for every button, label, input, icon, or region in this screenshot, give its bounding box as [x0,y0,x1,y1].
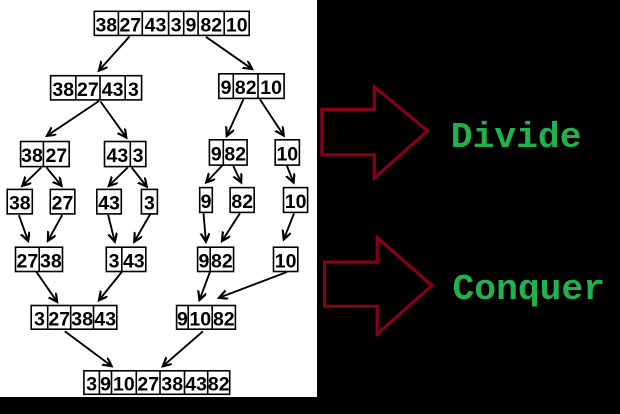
svg-text:27: 27 [137,374,159,396]
svg-text:38: 38 [9,193,31,215]
svg-text:10: 10 [189,308,211,330]
svg-text:10: 10 [260,77,282,99]
svg-text:3: 3 [144,193,155,215]
svg-text:43: 43 [123,250,145,272]
svg-text:3: 3 [171,14,182,36]
svg-text:Conquer: Conquer [453,269,605,310]
svg-text:38: 38 [95,14,117,36]
svg-text:38: 38 [52,79,74,101]
svg-text:82: 82 [211,250,233,272]
svg-text:82: 82 [231,191,253,213]
svg-text:3: 3 [86,374,97,396]
svg-text:9: 9 [201,191,212,213]
svg-text:3: 3 [109,250,120,272]
svg-text:43: 43 [107,145,129,167]
svg-text:82: 82 [200,14,222,36]
svg-text:10: 10 [226,14,248,36]
svg-text:82: 82 [208,374,230,396]
svg-text:9: 9 [185,14,196,36]
svg-text:27: 27 [17,250,39,272]
svg-text:43: 43 [98,193,120,215]
svg-text:38: 38 [161,374,183,396]
svg-text:10: 10 [113,374,135,396]
svg-text:43: 43 [94,308,116,330]
svg-text:38: 38 [40,250,62,272]
svg-text:27: 27 [52,193,74,215]
svg-text:9: 9 [221,77,232,99]
svg-text:38: 38 [21,145,43,167]
svg-text:10: 10 [276,144,298,166]
svg-text:27: 27 [48,308,70,330]
svg-text:82: 82 [213,308,235,330]
svg-text:3: 3 [128,79,139,101]
svg-text:43: 43 [102,79,124,101]
svg-text:3: 3 [133,145,144,167]
svg-text:9: 9 [177,308,188,330]
svg-text:9: 9 [198,250,209,272]
svg-text:Divide: Divide [451,117,582,158]
svg-text:10: 10 [285,191,307,213]
svg-text:82: 82 [235,77,257,99]
svg-text:27: 27 [45,145,67,167]
svg-text:43: 43 [145,14,167,36]
svg-text:27: 27 [119,14,141,36]
svg-text:43: 43 [185,374,207,396]
svg-text:27: 27 [77,79,99,101]
svg-text:38: 38 [71,308,93,330]
svg-text:10: 10 [275,250,297,272]
svg-text:9: 9 [100,374,111,396]
svg-text:3: 3 [34,308,45,330]
svg-text:9: 9 [211,144,222,166]
svg-text:82: 82 [224,144,246,166]
